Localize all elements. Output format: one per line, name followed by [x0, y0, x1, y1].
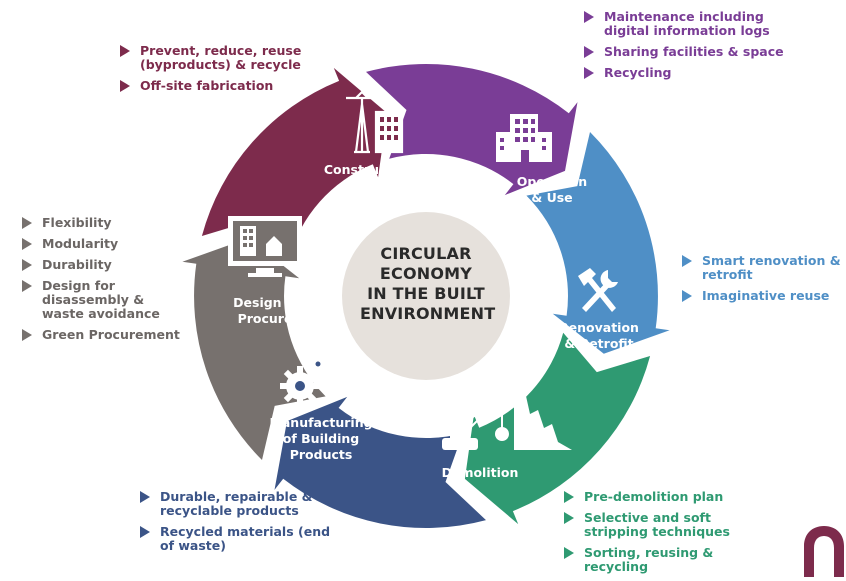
list-item: Modularity	[20, 237, 180, 251]
list-item: Sorting, reusing & recycling	[562, 546, 730, 574]
center-title-line: ENVIRONMENT	[360, 304, 496, 323]
segment-demolition	[464, 332, 651, 525]
list-manufacturing: Durable, repairable & recyclable product…	[138, 490, 330, 560]
segment-renovation	[526, 132, 670, 354]
list-item: Durable, repairable & recyclable product…	[138, 490, 330, 518]
center-circle	[342, 212, 510, 380]
gears-icon	[280, 354, 328, 406]
segment-manufacturing	[274, 396, 486, 528]
list-item: Recycled materials (end of waste)	[138, 525, 330, 553]
list-item: Green Procurement	[20, 328, 180, 342]
list-item: Flexibility	[20, 216, 180, 230]
segment-label-design: Design & Procure	[233, 295, 297, 326]
segment-operation	[366, 64, 578, 196]
list-item: Design for disassembly & waste avoidance	[20, 279, 180, 321]
center-title-line: ECONOMY	[379, 264, 473, 283]
list-item: Off-site fabrication	[118, 79, 301, 93]
office-building-icon	[496, 114, 552, 162]
list-item: Prevent, reduce, reuse (byproducts) & re…	[118, 44, 301, 72]
list-renovation: Smart renovation & retrofit Imaginative …	[680, 254, 841, 310]
center-title: CIRCULAR ECONOMY IN THE BUILT ENVIRONMEN…	[360, 244, 496, 324]
monitor-plan-icon	[228, 216, 302, 277]
list-demolition: Pre-demolition plan Selective and soft s…	[562, 490, 730, 581]
segment-design	[182, 238, 326, 460]
segment-construction	[201, 67, 388, 260]
list-item: Pre-demolition plan	[562, 490, 730, 504]
list-item: Durability	[20, 258, 180, 272]
list-construction: Prevent, reduce, reuse (byproducts) & re…	[118, 44, 301, 100]
segment-label-demolition: Demolition	[441, 465, 519, 480]
list-design: Flexibility Modularity Durability Design…	[20, 216, 180, 349]
wrecking-crane-icon	[442, 389, 572, 450]
list-item: Maintenance including digital informatio…	[582, 10, 784, 38]
list-item: Recycling	[582, 66, 784, 80]
list-item: Sharing facilities & space	[582, 45, 784, 59]
segment-label-renovation: Renovation & Retrofit	[559, 320, 639, 351]
segment-label-manufacturing: Manufacturing of Building Products	[269, 415, 373, 462]
center-title-line: IN THE BUILT	[367, 284, 485, 303]
crane-building-icon	[346, 90, 404, 154]
list-item: Smart renovation & retrofit	[680, 254, 841, 282]
center-title-line: CIRCULAR	[380, 244, 472, 263]
list-item: Selective and soft stripping techniques	[562, 511, 730, 539]
hammer-wrench-icon	[578, 268, 618, 312]
list-operation: Maintenance including digital informatio…	[582, 10, 784, 87]
brand-logo-mark	[804, 526, 844, 577]
segment-label-operation: Operation & Use	[516, 174, 588, 205]
list-item: Imaginative reuse	[680, 289, 841, 303]
segment-label-construction: Construction	[323, 162, 415, 177]
